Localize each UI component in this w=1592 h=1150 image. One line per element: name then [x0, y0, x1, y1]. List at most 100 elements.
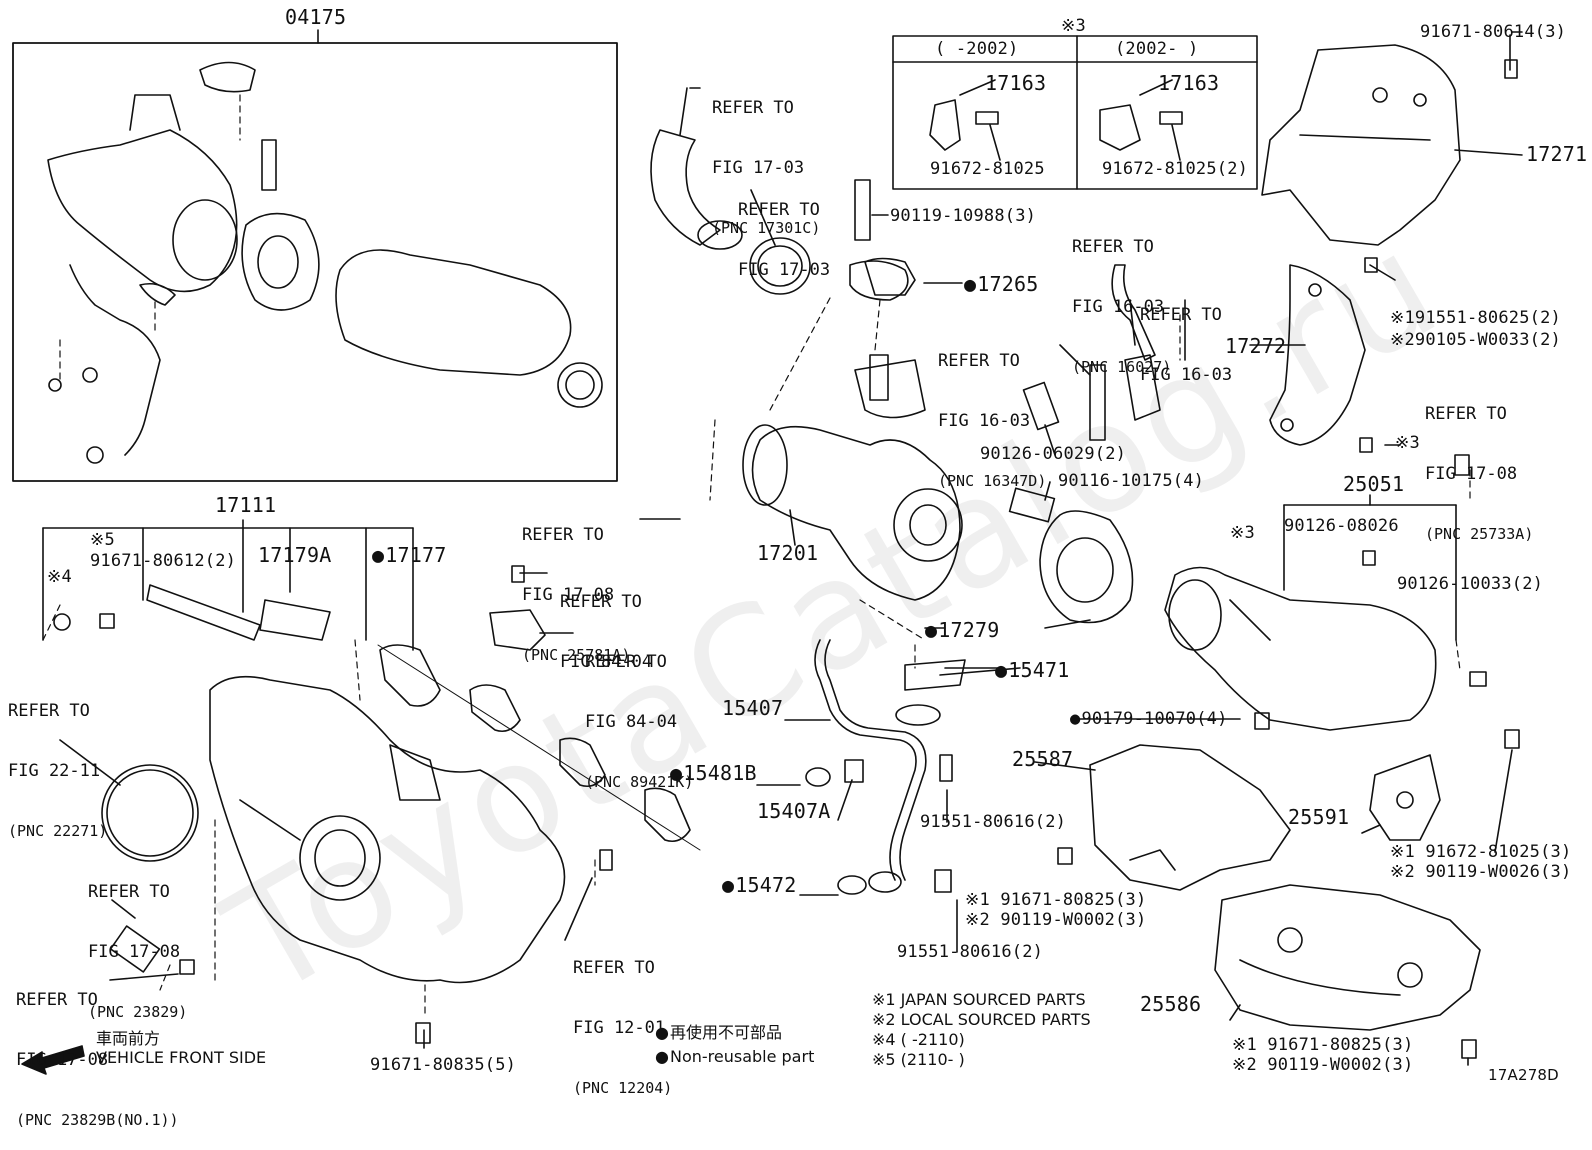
refer-line: (PNC 22271): [8, 822, 108, 840]
callout-15407[interactable]: 15407: [722, 696, 784, 720]
callout-15407a[interactable]: 15407A: [757, 799, 831, 823]
callout-17201[interactable]: 17201: [757, 541, 819, 565]
refer-fig-17-08-pnc-23829[interactable]: REFER TO FIG 17-08 (PNC 23829): [88, 842, 187, 1042]
callout-90105-w0033[interactable]: ※290105-W0033(2): [1390, 330, 1561, 350]
callout-91551-80625[interactable]: ※191551-80625(2): [1390, 308, 1561, 328]
callout-15471[interactable]: 15471: [995, 659, 1069, 681]
callout-90119-10988[interactable]: 90119-10988(3): [890, 206, 1037, 226]
refer-line: REFER TO: [560, 592, 642, 612]
refer-line: FIG 17-03: [738, 260, 831, 280]
heat-insulator-17272-drawing: [1269, 264, 1366, 446]
refer-line: REFER TO: [712, 98, 794, 118]
legend-front-jp: 車両前方: [96, 1029, 161, 1048]
refer-line: REFER TO: [738, 200, 820, 220]
callout-90119-w0002-a[interactable]: ※2 90119-W0002(3): [965, 910, 1147, 930]
callout-90126-10033[interactable]: 90126-10033(2): [1397, 574, 1544, 594]
turbocharger-drawing: [650, 129, 1161, 624]
intake-manifold-drawing: [101, 584, 701, 984]
refer-line: FIG 16-03: [1140, 365, 1233, 385]
parts-diagram: [12, 29, 1523, 1075]
refer-line: FIG 17-03: [712, 158, 805, 178]
refer-fig-12-01-pnc-12204[interactable]: REFER TO FIG 12-01 (PNC 12204): [573, 918, 672, 1118]
refer-fig-22-11-pnc-22271[interactable]: REFER TO FIG 22-11 (PNC 22271): [8, 661, 107, 861]
callout-15481b[interactable]: 15481B: [670, 762, 757, 784]
callout-17272[interactable]: 17272: [1225, 334, 1287, 358]
refer-fig-84-04-pnc-89421k[interactable]: REFER TO FIG 84-04 (PNC 89421K): [585, 612, 693, 812]
refer-line: (PNC 16347D): [938, 472, 1047, 490]
legend-local-sourced: ※2 LOCAL SOURCED PARTS: [872, 1010, 1091, 1029]
refer-line: FIG 84-04: [560, 652, 653, 672]
callout-91551-80616-upper[interactable]: 91551-80616(2): [920, 812, 1067, 832]
refer-line: REFER TO: [88, 882, 170, 902]
mark-3-b: ※3: [1230, 523, 1255, 543]
callout-17177[interactable]: 17177: [372, 544, 446, 566]
leader-17111: [42, 519, 414, 651]
refer-fig-16-03-b[interactable]: REFER TO FIG 16-03: [1140, 265, 1232, 405]
refer-fig-16-03-pnc-16347d[interactable]: REFER TO FIG 16-03 (PNC 16347D): [938, 311, 1046, 511]
refer-line: (PNC 17301C): [712, 219, 821, 237]
callout-91671-80825-a[interactable]: ※1 91671-80825(3): [965, 890, 1147, 910]
refer-fig-17-03[interactable]: REFER TO FIG 17-03: [738, 160, 830, 300]
callout-17179a[interactable]: 17179A: [258, 543, 332, 567]
refer-line: (PNC 23829): [88, 1003, 188, 1021]
refer-line: REFER TO: [938, 351, 1020, 371]
callout-91672-81025-left[interactable]: 91672-81025: [930, 159, 1045, 179]
callout-90119-w0002-b[interactable]: ※2 90119-W0002(3): [1232, 1055, 1414, 1075]
refer-fig-16-03-pnc-16027[interactable]: REFER TO FIG 16-03 (PNC 16027): [1072, 197, 1171, 397]
refer-line: (PNC 23829B(NO.1)): [16, 1111, 179, 1129]
oil-pipe-drawing: [805, 639, 966, 895]
legend-note-5: ※5 (2110- ): [872, 1050, 965, 1069]
callout-25051[interactable]: 25051: [1343, 472, 1405, 496]
callout-91671-80835[interactable]: 91671-80835(5): [370, 1055, 517, 1075]
callout-91672-81025-right[interactable]: 91672-81025(2): [1102, 159, 1249, 179]
callout-17111[interactable]: 17111: [215, 493, 277, 517]
inset-turbo-assembly: [47, 61, 603, 464]
callout-90119-w0026[interactable]: ※2 90119-W0026(3): [1390, 862, 1572, 882]
heat-shield-25586-drawing: [1214, 884, 1481, 1031]
refer-line: (PNC 89421K): [585, 773, 694, 791]
refer-line: (PNC 16027): [1072, 358, 1172, 376]
callout-25587[interactable]: 25587: [1012, 747, 1074, 771]
callout-91551-80616-lower[interactable]: 91551-80616(2): [897, 942, 1044, 962]
callout-15472[interactable]: 15472: [722, 874, 796, 896]
callout-25591[interactable]: 25591: [1288, 805, 1350, 829]
refer-line: FIG 17-08: [522, 585, 615, 605]
variant-mark-3: ※3: [1061, 16, 1086, 36]
refer-line: FIG 17-08: [88, 942, 181, 962]
callout-91671-80614[interactable]: 91671-80614(3): [1420, 22, 1567, 42]
callout-91671-80612[interactable]: 91671-80612(2): [90, 551, 237, 571]
refer-line: REFER TO: [16, 990, 98, 1010]
legend-front-en: VEHICLE FRONT SIDE: [96, 1048, 267, 1067]
refer-fig-17-08-pnc-25733a[interactable]: REFER TO FIG 17-08 (PNC 25733A): [1425, 364, 1533, 564]
callout-5-mark: ※5: [90, 530, 115, 550]
callout-91672-81025-3[interactable]: ※1 91672-81025(3): [1390, 842, 1572, 862]
callout-90179-10070[interactable]: 90179-10070(4): [1070, 709, 1228, 729]
callout-17163-right[interactable]: 17163: [1158, 71, 1220, 95]
callout-91671-80825-b[interactable]: ※1 91671-80825(3): [1232, 1035, 1414, 1055]
callout-90126-06029[interactable]: 90126-06029(2): [980, 444, 1127, 464]
mark-3-a: ※3: [1395, 433, 1420, 453]
refer-line: REFER TO: [573, 958, 655, 978]
refer-line: FIG 17-08: [1425, 464, 1518, 484]
legend-note-4: ※4 ( -2110): [872, 1030, 965, 1049]
callout-17271[interactable]: 17271: [1526, 142, 1588, 166]
legend-japan-sourced: ※1 JAPAN SOURCED PARTS: [872, 990, 1086, 1009]
callout-17279[interactable]: 17279: [925, 619, 999, 641]
callout-04175[interactable]: 04175: [285, 5, 347, 29]
refer-fig-17-03-pnc-17301c[interactable]: REFER TO FIG 17-03 (PNC 17301C): [712, 58, 820, 258]
callout-17163-left[interactable]: 17163: [985, 71, 1047, 95]
refer-line: REFER TO: [585, 652, 667, 672]
callout-90126-08026[interactable]: 90126-08026: [1284, 516, 1399, 536]
callout-17265[interactable]: 17265: [964, 273, 1038, 295]
mark-4: ※4: [47, 567, 72, 587]
legend-nonreusable-jp: 再使用不可部品: [655, 1023, 782, 1043]
refer-line: FIG 22-11: [8, 761, 101, 781]
refer-line: FIG 16-03: [938, 411, 1031, 431]
refer-line: (PNC 12204): [573, 1079, 673, 1097]
refer-line: FIG 84-04: [585, 712, 678, 732]
inset-04175-box: [12, 42, 618, 482]
refer-fig-84-04[interactable]: REFER TO FIG 84-04: [560, 552, 652, 692]
refer-fig-17-08-pnc-25781a[interactable]: REFER TO FIG 17-08 (PNC 25781A): [522, 485, 630, 685]
callout-90116-10175[interactable]: 90116-10175(4): [1058, 471, 1205, 491]
callout-25586[interactable]: 25586: [1140, 992, 1202, 1016]
